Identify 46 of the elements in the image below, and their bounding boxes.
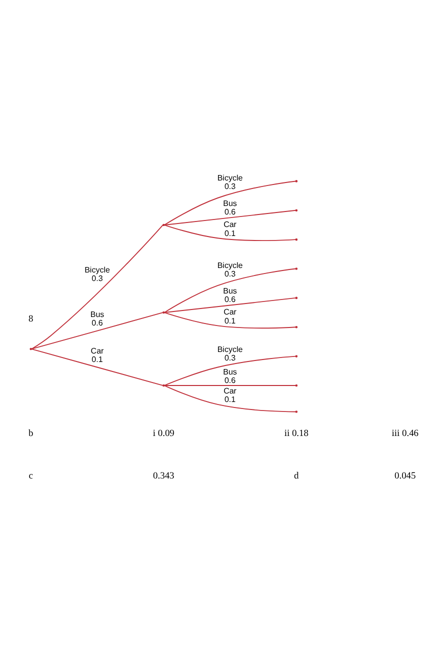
connector [164,296,296,312]
node-point [295,325,298,328]
edge-label: Bicycle 0.3 [217,172,243,191]
connector [164,180,296,225]
node-point [295,384,298,386]
edge-label: Car 0.1 [90,346,104,364]
label: 0.343 [152,470,174,481]
label: iii 0.46 [392,428,419,439]
connector [164,312,296,328]
node-point [295,180,298,182]
node-point [162,223,165,226]
edge-label: Bus 0.6 [223,366,237,385]
node-point [162,310,165,314]
label: b [28,428,34,439]
label: 8 [28,314,34,324]
connector [31,312,164,349]
node-point [162,384,165,386]
connector [31,348,164,386]
label: ii 0.18 [284,428,309,439]
node-point [295,354,298,357]
node-point [295,410,298,412]
node-point [295,296,298,299]
node-point [30,347,32,350]
connector [164,209,296,225]
edge-label: Car 0.1 [224,220,236,238]
node-point [295,267,298,270]
connector [31,224,164,349]
connector [164,355,296,386]
edge-label: Bicycle 0.3 [217,344,243,362]
label: d [294,470,299,481]
edge-label: Car 0.1 [224,307,236,325]
node-point [295,208,298,212]
edge-label: Bicycle 0.3 [84,264,110,283]
node-point [295,238,298,240]
edge-label: Car 0.1 [224,386,236,404]
connector [164,224,296,241]
label: 0.045 [394,470,416,481]
connector [164,268,296,312]
connector [164,384,296,386]
edge-label: Bus 0.6 [223,198,237,216]
edge-label: Bus 0.6 [223,286,237,304]
connector [164,384,296,412]
edge-label: Bus 0.6 [90,309,104,328]
label: c [28,470,33,481]
label: i 0.09 [152,428,174,439]
edge-label: Bicycle 0.3 [217,260,243,278]
